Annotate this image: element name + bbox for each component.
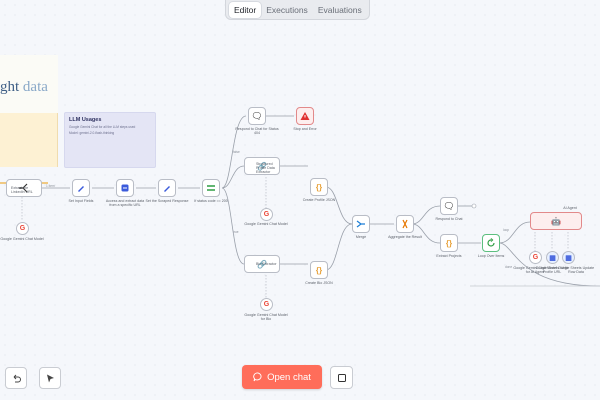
switch-icon xyxy=(207,185,215,191)
node-label: Extract the LinkedIn URL xyxy=(11,186,33,195)
set-response-node[interactable] xyxy=(158,179,176,197)
pencil-icon xyxy=(164,186,170,192)
refresh-icon xyxy=(487,238,495,247)
node-label: Respond to Chat for Status 404 xyxy=(235,127,279,136)
node-label: Set the Scraped Response xyxy=(145,199,189,203)
create-profile-json-node[interactable]: {} xyxy=(310,178,328,196)
node-label: Loop Over Items xyxy=(477,254,505,258)
google-icon: G xyxy=(532,254,539,261)
link-icon: 🔗 xyxy=(257,161,267,171)
edge-label: done xyxy=(505,265,513,269)
sticky-title: LLM Usages xyxy=(69,117,102,123)
tab-editor[interactable]: Editor xyxy=(229,1,262,18)
stop-button[interactable] xyxy=(330,366,353,389)
llm-usage-sticky-note[interactable]: LLM Usages Google Gemini Chat for all th… xyxy=(64,112,156,168)
chat-bubble-icon xyxy=(253,372,262,382)
set-input-node[interactable] xyxy=(72,179,90,197)
merge-node[interactable] xyxy=(352,215,370,233)
toggle-tool-button[interactable] xyxy=(39,367,61,389)
sheets-node[interactable]: ▦ xyxy=(546,251,559,264)
google-icon: G xyxy=(19,225,26,232)
aggregate-node[interactable] xyxy=(396,215,414,233)
google-icon: G xyxy=(263,211,270,218)
cursor-icon xyxy=(46,374,54,382)
respond-not-found-node[interactable]: 🗨 xyxy=(248,107,266,125)
loop-items-node[interactable] xyxy=(482,234,500,252)
node-label: Google Gemini Chat Model for Bio xyxy=(244,313,288,322)
view-tabs: Editor Executions Evaluations xyxy=(225,0,370,20)
node-label: Aggregate the Result xyxy=(388,235,422,239)
aggregate-icon xyxy=(402,219,408,229)
logo-sticky-note[interactable]: ght data xyxy=(0,55,58,184)
node-label: Access and extract data from a specific … xyxy=(105,199,145,208)
node-label: If status code == 200 xyxy=(194,199,228,203)
stop-icon xyxy=(337,373,346,382)
sheets-icon: ▦ xyxy=(549,254,556,262)
bio-extractor-node[interactable]: 🔗 xyxy=(244,255,280,273)
robot-icon: 🤖 xyxy=(551,216,561,226)
split-icon xyxy=(19,183,28,193)
node-label: Structured Profile Data Extractor xyxy=(256,162,275,175)
respond-chat-node[interactable]: 🗨 xyxy=(440,197,458,215)
if-status-node[interactable] xyxy=(202,179,220,197)
sheets-icon: ▦ xyxy=(565,254,572,262)
extract-projects-node[interactable]: {} xyxy=(440,234,458,252)
structured-profile-node[interactable]: 🔗 xyxy=(244,157,280,175)
warning-icon xyxy=(300,112,310,120)
extract-urls-node[interactable] xyxy=(6,179,42,197)
merge-icon xyxy=(356,220,365,228)
sheets-node[interactable]: ▦ xyxy=(562,251,575,264)
create-bio-json-node[interactable]: {} xyxy=(310,261,328,279)
google-icon: G xyxy=(263,301,270,308)
brand-logo: ght data xyxy=(0,79,48,95)
node-label: Google Sheets Write Profile URL xyxy=(535,266,569,275)
link-icon: 🔗 xyxy=(257,259,267,269)
gemini-model-node[interactable]: G xyxy=(16,222,29,235)
chat-icon: 🗨 xyxy=(443,200,455,211)
stop-error-node[interactable] xyxy=(296,107,314,125)
access-data-node[interactable] xyxy=(116,179,134,197)
undo-icon xyxy=(13,374,21,382)
node-label: Stop and Error xyxy=(293,127,317,131)
gemini-model-node[interactable]: G xyxy=(529,251,542,264)
code-icon: {} xyxy=(315,265,323,275)
node-label: Respond to Chat xyxy=(435,217,463,221)
node-label: Extract Projects xyxy=(436,254,462,258)
open-chat-label: Open chat xyxy=(267,371,311,383)
node-label: Bio Extractor xyxy=(256,262,277,266)
node-label: Google Gemini Chat Model xyxy=(244,222,288,226)
edge-label: true xyxy=(233,230,239,234)
edge-label: loop xyxy=(503,228,510,232)
ai-agent-node[interactable]: 🤖 xyxy=(530,212,582,230)
pencil-icon xyxy=(78,186,84,192)
node-label: Create Profile JSON xyxy=(302,198,336,202)
edge-label: false xyxy=(233,150,240,154)
code-icon: {} xyxy=(445,238,453,248)
logo-band xyxy=(0,55,58,113)
code-icon: {} xyxy=(315,182,323,192)
node-label: Google Sheets Update Row Data xyxy=(557,266,595,275)
tab-evaluations[interactable]: Evaluations xyxy=(317,4,362,15)
open-chat-button[interactable]: Open chat xyxy=(242,365,322,389)
gemini-model-node[interactable]: G xyxy=(260,208,273,221)
tab-executions[interactable]: Executions xyxy=(266,4,308,15)
chat-icon: 🗨 xyxy=(251,110,263,121)
node-label: Merge xyxy=(355,235,367,239)
node-label: Google Gemini Chat Model for AI Agent xyxy=(513,266,557,275)
node-label: Google Gemini Chat Model xyxy=(0,237,44,241)
node-label: Set Input Fields xyxy=(68,199,94,203)
undo-button[interactable] xyxy=(5,367,27,389)
database-icon xyxy=(121,184,129,192)
node-label: Create Bio JSON xyxy=(305,281,333,285)
gemini-model-node[interactable]: G xyxy=(260,298,273,311)
sticky-line: Model: gemini-2.0-flash-thinking xyxy=(69,131,115,135)
edge-label: 1 item xyxy=(46,184,55,188)
sticky-line: Google Gemini Chat for all the LLM steps… xyxy=(69,125,136,129)
node-label: AI Agent xyxy=(563,206,577,210)
